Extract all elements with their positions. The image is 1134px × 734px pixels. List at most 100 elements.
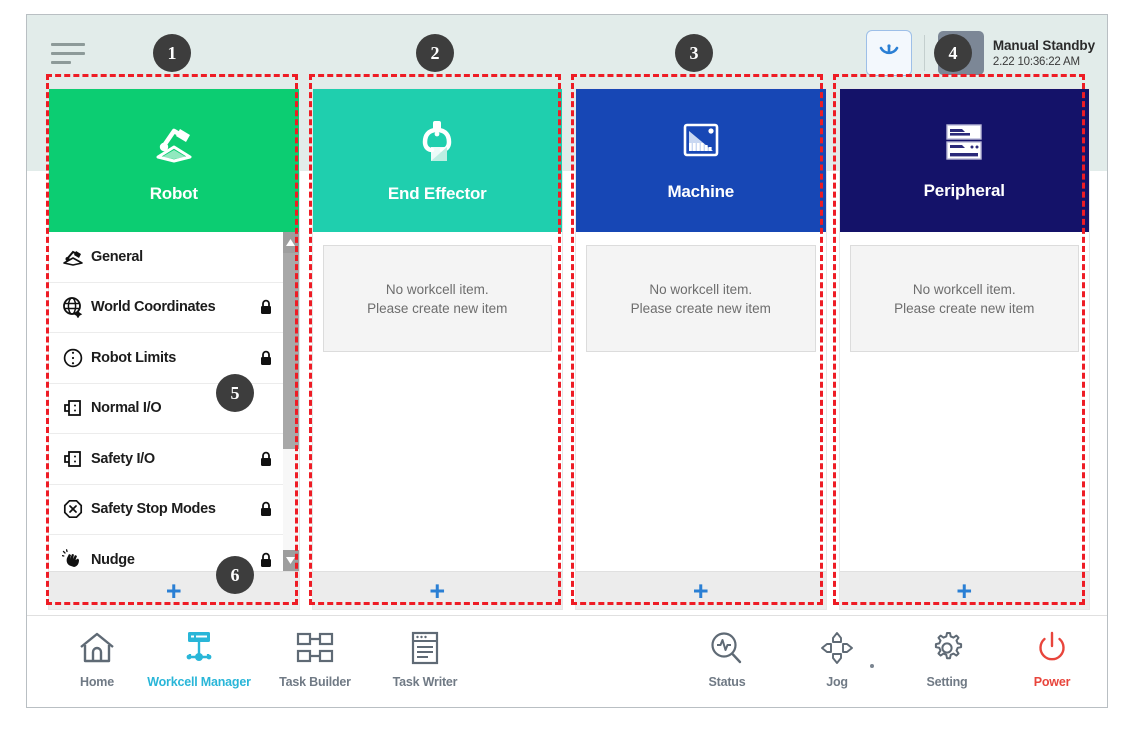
nav-item-status[interactable]: Status	[667, 628, 787, 689]
peripheral-card-title: Peripheral	[923, 181, 1005, 200]
robot-item-list[interactable]: General World Coordinates	[49, 232, 299, 571]
nav-item-jog[interactable]: Jog	[777, 628, 897, 689]
io-port-icon	[57, 448, 88, 470]
annotation-badge-4: 4	[934, 34, 972, 72]
end-effector-add-button[interactable]: +	[312, 571, 562, 609]
status-pulse-icon	[708, 628, 746, 666]
peripheral-card[interactable]: Peripheral No workcell item. Please crea…	[839, 89, 1089, 609]
task-writer-icon	[407, 628, 443, 666]
empty-line-2: Please create new item	[630, 300, 771, 316]
mode-title: Manual Standby	[992, 37, 1095, 53]
end-effector-card-body: No workcell item. Please create new item	[312, 232, 562, 571]
lock-icon	[258, 552, 274, 568]
annotation-badge-1: 1	[153, 34, 191, 72]
end-effector-card[interactable]: End Effector No workcell item. Please cr…	[312, 89, 562, 609]
device-screen: Manual Standby 2.22 10:36:22 AM Robot	[26, 14, 1108, 708]
peripheral-card-body: No workcell item. Please create new item	[839, 232, 1089, 571]
machine-add-button[interactable]: +	[576, 571, 826, 609]
annotation-badge-2: 2	[416, 34, 454, 72]
io-port-icon	[57, 397, 88, 419]
scrollbar-thumb[interactable]	[282, 253, 299, 449]
nav-item-task-writer[interactable]: Task Writer	[365, 628, 485, 689]
task-builder-icon	[294, 628, 336, 666]
empty-state: No workcell item. Please create new item	[322, 245, 552, 352]
list-item[interactable]: Robot Limits	[49, 333, 283, 384]
robot-add-button[interactable]: +	[49, 571, 299, 609]
machine-card-title: Machine	[667, 182, 735, 201]
nav-item-home[interactable]: Home	[37, 628, 157, 689]
robot-card-title: Robot	[149, 184, 198, 203]
machine-icon	[677, 119, 725, 170]
scroll-up-arrow-icon[interactable]	[282, 232, 299, 253]
list-item[interactable]: Safety I/O	[49, 434, 283, 485]
nav-item-setting[interactable]: Setting	[887, 628, 1007, 689]
empty-line-1: No workcell item.	[649, 281, 753, 297]
list-item[interactable]: General	[49, 232, 283, 283]
lock-icon	[258, 299, 274, 315]
bottom-navigation: Home Workcell Manager	[27, 615, 1107, 707]
list-item-label: General	[91, 248, 143, 265]
plus-icon: +	[429, 575, 446, 606]
machine-card[interactable]: Machine No workcell item. Please create …	[576, 89, 826, 609]
workcell-cards: Robot General	[49, 89, 1089, 609]
nav-label: Task Builder	[279, 675, 351, 689]
lock-icon	[258, 350, 274, 366]
mode-timestamp: 2.22 10:36:22 AM	[992, 55, 1080, 68]
limits-circle-icon	[57, 347, 88, 369]
home-icon	[78, 628, 116, 666]
robot-home-icon[interactable]	[865, 30, 912, 76]
hamburger-icon[interactable]	[51, 37, 91, 69]
jog-dpad-icon	[817, 628, 857, 666]
peripheral-rack-icon	[939, 120, 989, 169]
header-divider	[923, 35, 925, 71]
gear-icon	[928, 628, 966, 666]
plus-icon: +	[165, 575, 182, 606]
machine-card-header[interactable]: Machine	[576, 89, 826, 232]
peripheral-add-button[interactable]: +	[839, 571, 1089, 609]
mode-status-text: Manual Standby 2.22 10:36:22 AM	[993, 37, 1095, 69]
stop-octagon-icon	[57, 498, 88, 520]
gripper-icon	[413, 117, 461, 172]
nav-label: Power	[1033, 675, 1071, 689]
robot-card[interactable]: Robot General	[49, 89, 299, 609]
nav-item-workcell-manager[interactable]: Workcell Manager	[139, 628, 259, 689]
nudge-hand-icon	[57, 548, 88, 571]
list-item[interactable]: Safety Stop Modes	[49, 484, 283, 535]
end-effector-card-header[interactable]: End Effector	[312, 89, 562, 232]
plus-icon: +	[692, 575, 709, 606]
nav-label: Setting	[926, 675, 968, 689]
list-item[interactable]: World Coordinates	[49, 282, 283, 333]
plus-icon: +	[956, 575, 973, 606]
empty-line-1: No workcell item.	[385, 281, 489, 297]
nav-label: Workcell Manager	[147, 675, 251, 689]
nav-label: Status	[708, 675, 746, 689]
empty-line-2: Please create new item	[894, 300, 1035, 316]
lock-icon	[258, 451, 274, 467]
nav-item-task-builder[interactable]: Task Builder	[255, 628, 375, 689]
list-scrollbar[interactable]	[282, 232, 299, 571]
workcell-icon	[179, 628, 219, 666]
machine-card-body: No workcell item. Please create new item	[576, 232, 826, 571]
annotation-badge-5: 5	[216, 374, 254, 412]
list-item-label: Nudge	[91, 551, 135, 568]
nav-label: Jog	[826, 675, 848, 689]
scroll-down-arrow-icon[interactable]	[282, 550, 299, 571]
robot-arm-icon	[147, 117, 201, 172]
peripheral-card-header[interactable]: Peripheral	[839, 89, 1089, 232]
list-item-label: Safety I/O	[91, 450, 155, 467]
nav-item-power[interactable]: Power	[992, 628, 1107, 689]
robot-arm-small-icon	[57, 247, 88, 267]
globe-coordinates-icon	[57, 296, 88, 319]
lock-icon	[258, 501, 274, 517]
nav-dot-separator	[870, 664, 874, 668]
robot-card-header[interactable]: Robot	[49, 89, 299, 232]
list-item-label: Normal I/O	[91, 400, 162, 417]
empty-state: No workcell item. Please create new item	[586, 245, 816, 352]
empty-state: No workcell item. Please create new item	[849, 245, 1079, 352]
power-icon	[1034, 628, 1070, 666]
end-effector-card-title: End Effector	[387, 184, 487, 203]
annotation-badge-6: 6	[216, 556, 254, 594]
empty-line-2: Please create new item	[367, 300, 508, 316]
empty-line-1: No workcell item.	[912, 281, 1016, 297]
nav-label: Home	[80, 675, 114, 689]
